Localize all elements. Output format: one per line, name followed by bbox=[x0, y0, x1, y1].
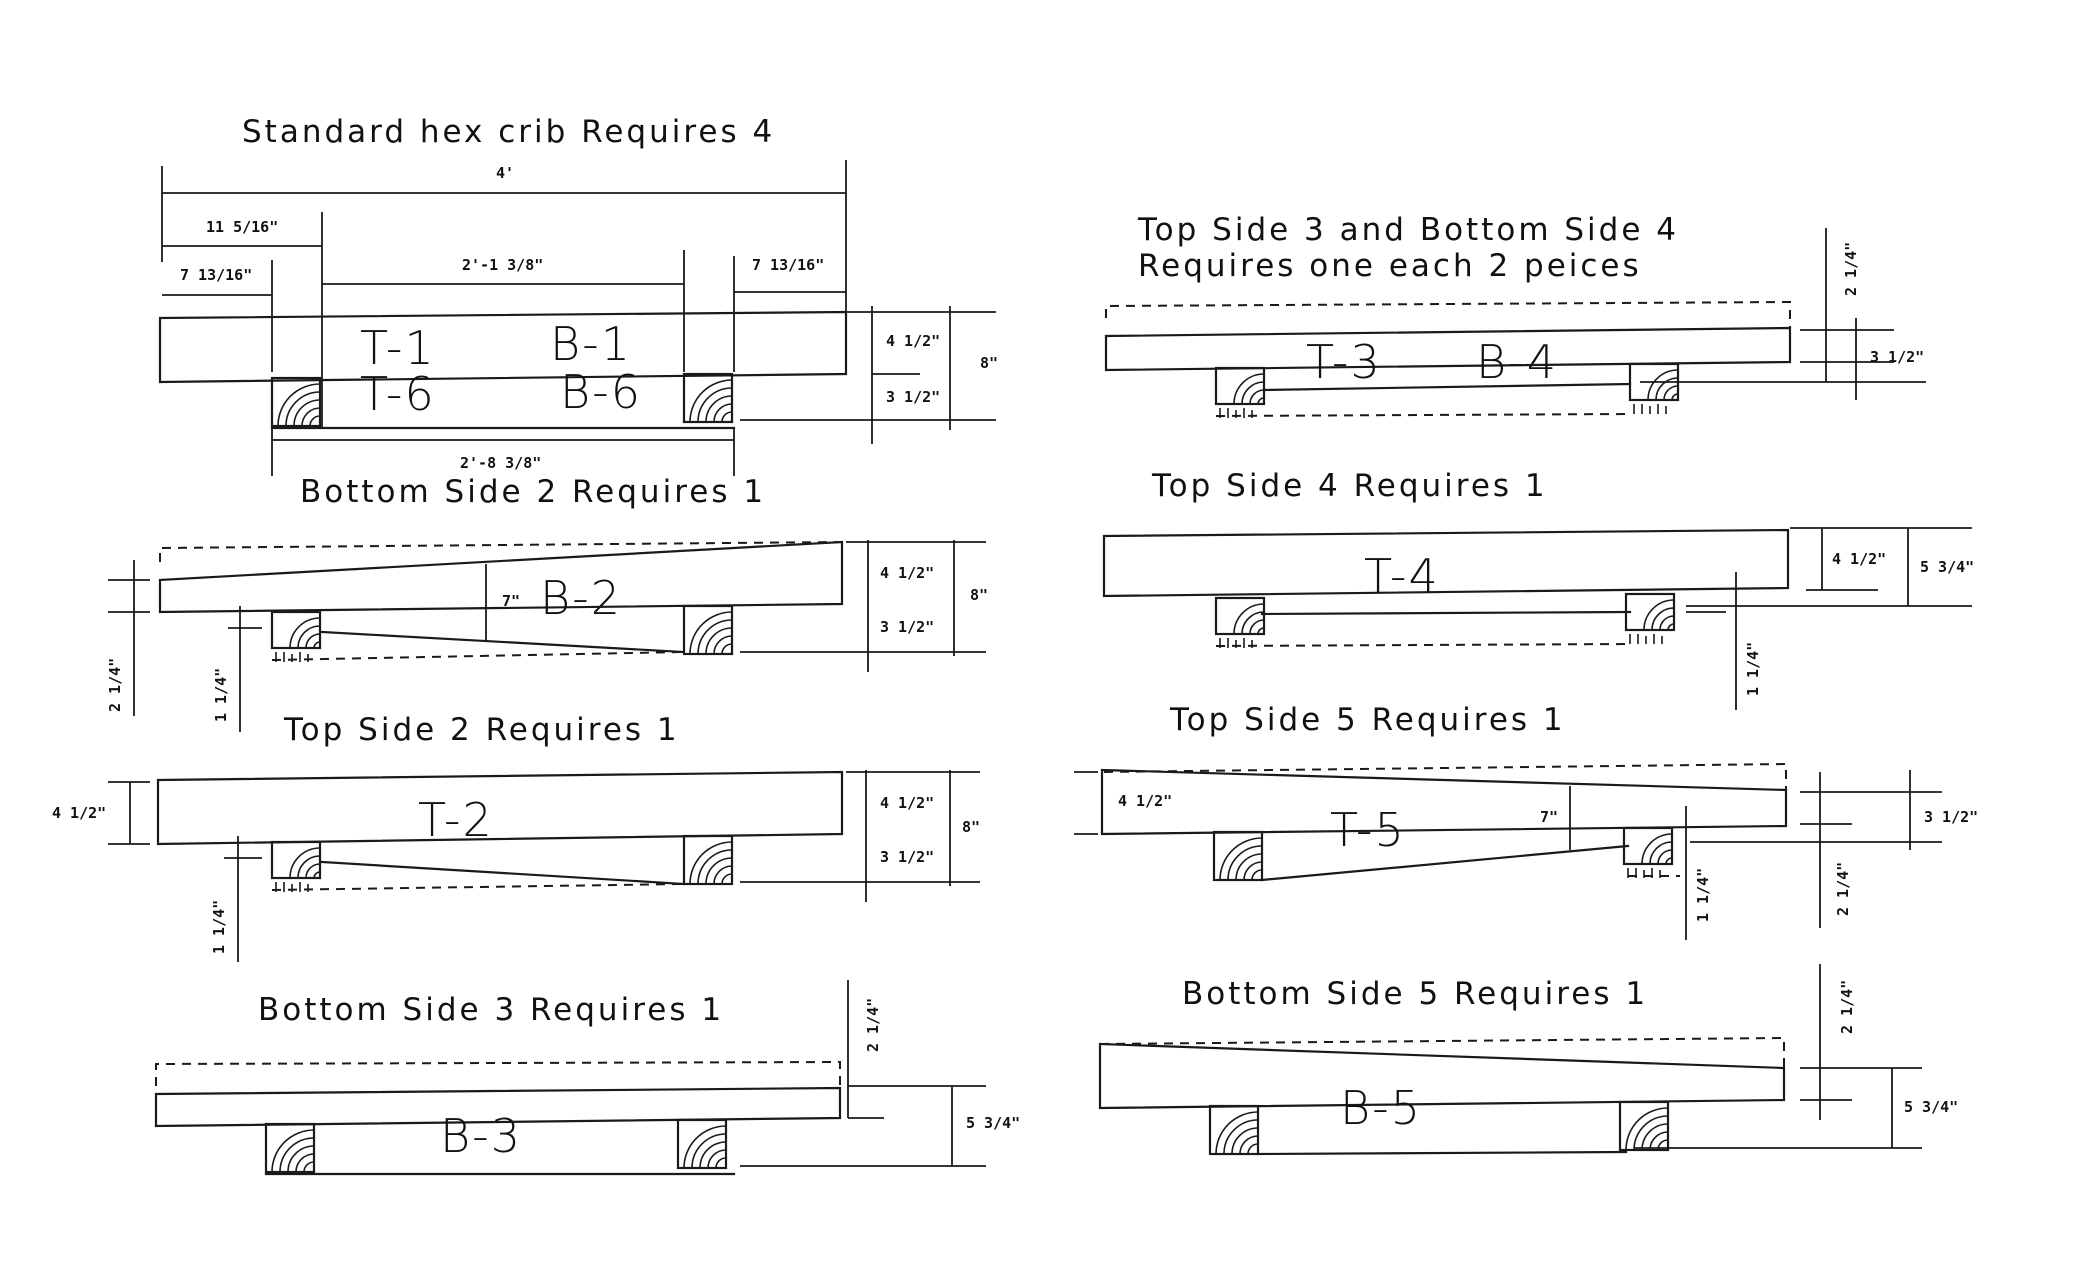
panel-title: Bottom Side 2 Requires 1 bbox=[300, 474, 766, 510]
panel-title: Standard hex crib Requires 4 bbox=[242, 114, 775, 150]
dim-left-inner: 7 13/16" bbox=[180, 266, 252, 284]
dim-far-v: 2 1/4" bbox=[1834, 862, 1852, 916]
dim-upper-h: 4 1/2" bbox=[1832, 550, 1886, 568]
dim-left-inner: 1 1/4" bbox=[212, 668, 230, 722]
dim-total-h: 8" bbox=[962, 818, 980, 836]
dim-right-v: 1 1/4" bbox=[1744, 642, 1762, 696]
dim-total-h: 5 3/4" bbox=[1920, 558, 1974, 576]
part-label: T-4 bbox=[1364, 549, 1440, 603]
dim-right-v: 1 1/4" bbox=[1694, 868, 1712, 922]
part-label: B-3 bbox=[440, 1109, 522, 1163]
part-label: B-1 bbox=[550, 317, 632, 371]
part-label: T-5 bbox=[1330, 803, 1406, 857]
dim-taper: 7" bbox=[1540, 808, 1558, 826]
panel-bottom-side-3: Bottom Side 3 Requires 1 B-3 2 1/4" 5 3/… bbox=[154, 980, 1020, 1176]
panel-title: Bottom Side 3 Requires 1 bbox=[258, 992, 724, 1028]
dim-lower-h: 3 1/2" bbox=[880, 848, 934, 866]
panel-bottom-side-2: Bottom Side 2 Requires 1 7" B-2 2 1/4" 1… bbox=[106, 474, 988, 732]
dim-lower-h: 3 1/2" bbox=[886, 388, 940, 406]
dim-height: 5 3/4" bbox=[1904, 1098, 1958, 1116]
dim-upper-h: 4 1/2" bbox=[880, 564, 934, 582]
dim-top-v: 2 1/4" bbox=[1842, 242, 1860, 296]
panel-title: Bottom Side 5 Requires 1 bbox=[1182, 976, 1648, 1012]
dim-height: 5 3/4" bbox=[966, 1114, 1020, 1132]
dim-upper-h: 4 1/2" bbox=[886, 332, 940, 350]
dim-bottom: 2'-8 3/8" bbox=[460, 454, 541, 472]
part-label: B-5 bbox=[1340, 1081, 1422, 1135]
panel-title-line2: Requires one each 2 peices bbox=[1138, 248, 1642, 284]
part-label: B-4 bbox=[1476, 335, 1558, 389]
dim-left-h: 4 1/2" bbox=[52, 804, 106, 822]
dim-left-h: 4 1/2" bbox=[1118, 792, 1172, 810]
panel-title: Top Side 5 Requires 1 bbox=[1169, 702, 1566, 738]
dim-left-outer: 11 5/16" bbox=[206, 218, 278, 236]
panel-bottom-side-5: Bottom Side 5 Requires 1 B-5 2 1/4" 5 3/… bbox=[1098, 964, 1958, 1156]
dim-upper-h: 4 1/2" bbox=[880, 794, 934, 812]
part-label: B-6 bbox=[560, 365, 642, 419]
part-label: T-1 bbox=[360, 321, 436, 375]
dim-taper: 7" bbox=[502, 592, 520, 610]
dim-right-h: 3 1/2" bbox=[1924, 808, 1978, 826]
part-label: T-2 bbox=[418, 793, 494, 847]
panel-title-line1: Top Side 3 and Bottom Side 4 bbox=[1137, 212, 1679, 248]
part-label: T-3 bbox=[1306, 335, 1382, 389]
dim-center: 2'-1 3/8" bbox=[462, 256, 543, 274]
panel-title: Top Side 4 Requires 1 bbox=[1151, 468, 1548, 504]
panel-top3-bottom4: Top Side 3 and Bottom Side 4 Requires on… bbox=[1104, 212, 1926, 420]
dim-left-v: 2 1/4" bbox=[106, 658, 124, 712]
dim-total-h: 8" bbox=[970, 586, 988, 604]
part-label: B-2 bbox=[540, 571, 622, 625]
dim-right: 7 13/16" bbox=[752, 256, 824, 274]
panel-standard-hex-crib: Standard hex crib Requires 4 4' 11 5/16"… bbox=[158, 114, 998, 476]
dim-overall: 4' bbox=[496, 164, 514, 182]
dim-lower-h: 3 1/2" bbox=[1870, 348, 1924, 366]
dim-left-inner: 1 1/4" bbox=[210, 900, 228, 954]
panel-title: Top Side 2 Requires 1 bbox=[283, 712, 680, 748]
dim-total-h: 8" bbox=[980, 354, 998, 372]
panel-top-side-2: Top Side 2 Requires 1 T-2 4 1/2" 1 1/4" … bbox=[52, 712, 980, 962]
dim-top-v: 2 1/4" bbox=[1838, 980, 1856, 1034]
part-label: T-6 bbox=[360, 367, 436, 421]
panel-top-side-4: Top Side 4 Requires 1 T-4 1 1/4" 4 1/2" … bbox=[1102, 468, 1974, 710]
panel-top-side-5: Top Side 5 Requires 1 7" T-5 4 1/2" 1 1/… bbox=[1074, 702, 1978, 940]
dim-top-v: 2 1/4" bbox=[864, 998, 882, 1052]
dim-lower-h: 3 1/2" bbox=[880, 618, 934, 636]
